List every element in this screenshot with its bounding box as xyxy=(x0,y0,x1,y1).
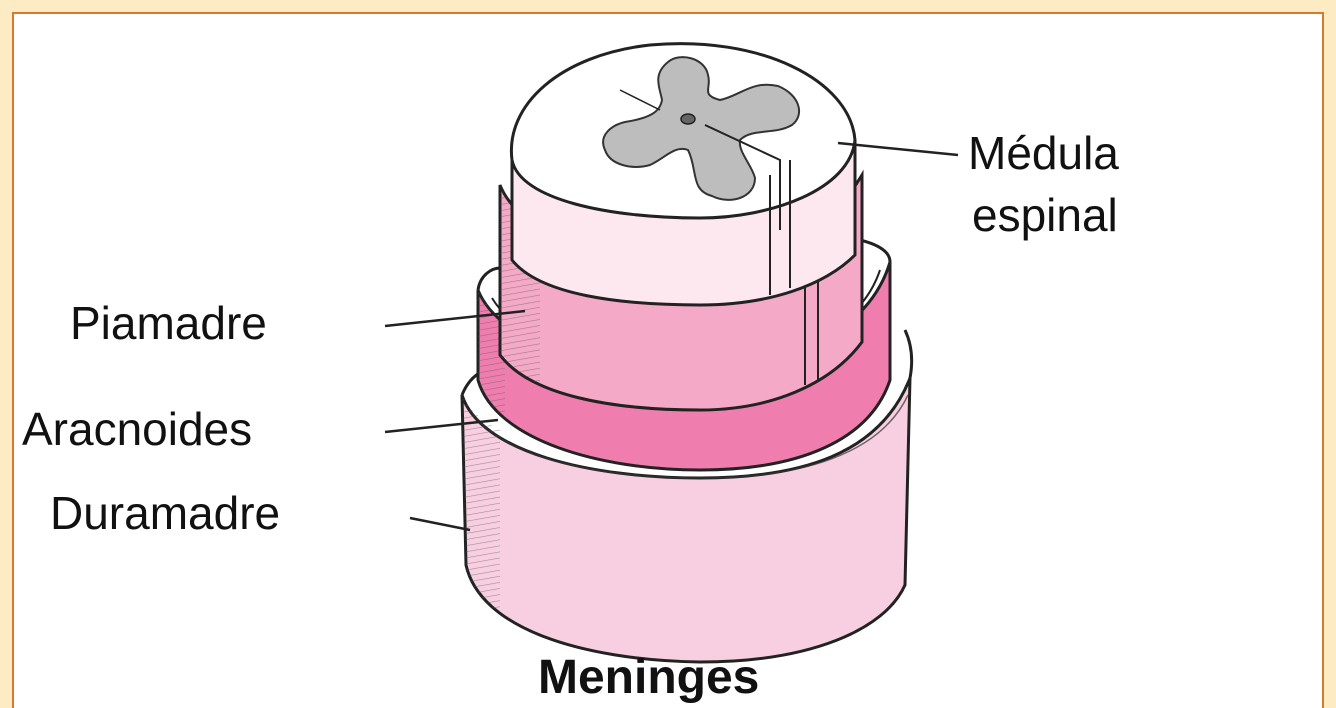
label-piamadre: Piamadre xyxy=(70,300,267,346)
label-duramadre: Duramadre xyxy=(50,490,280,536)
label-aracnoides: Aracnoides xyxy=(22,406,252,452)
duramadre-leader-line xyxy=(410,518,470,530)
label-medula-line2: espinal xyxy=(972,192,1118,238)
label-medula-line1: Médula xyxy=(968,130,1119,176)
central-canal xyxy=(681,114,695,124)
medula-espinal xyxy=(511,44,855,305)
diagram-title: Meninges xyxy=(538,654,759,702)
duramadre-shading xyxy=(462,395,500,612)
